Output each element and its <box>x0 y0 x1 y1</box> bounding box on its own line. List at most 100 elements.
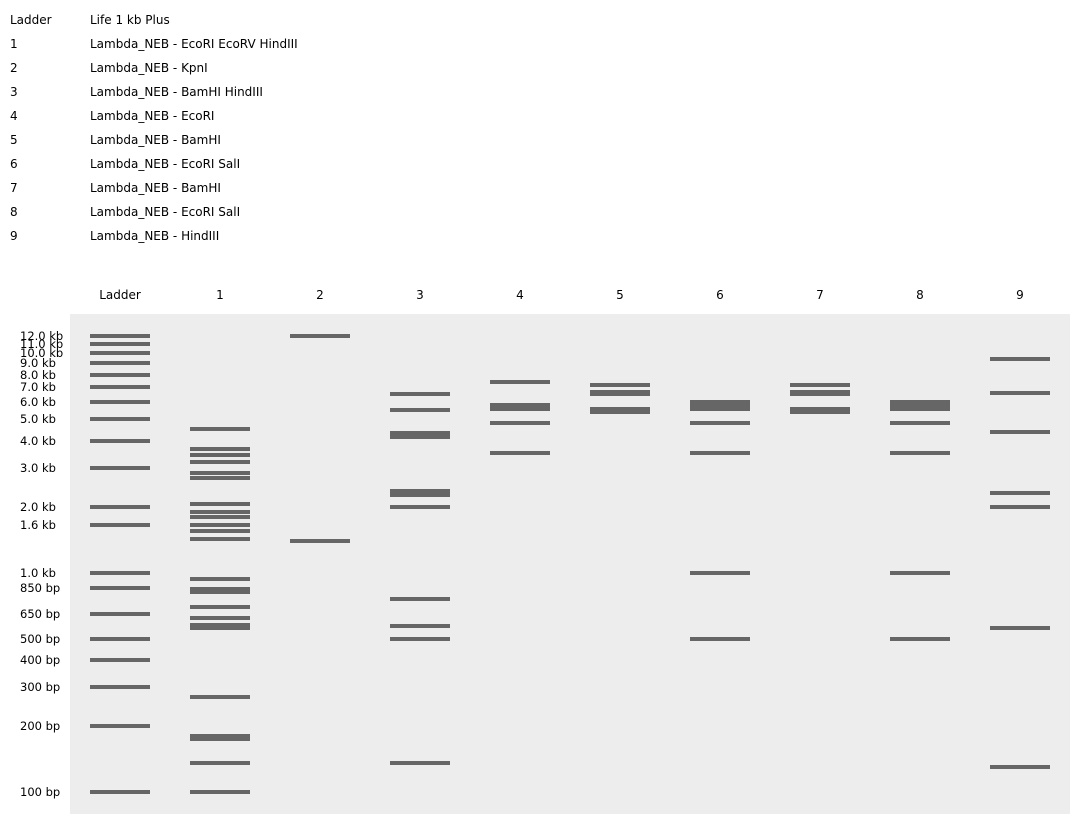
gel-band <box>390 504 450 509</box>
lane-header: 7 <box>816 288 824 302</box>
size-label: 8.0 kb <box>20 367 56 382</box>
lane-header: 8 <box>916 288 924 302</box>
gel-band <box>190 514 250 519</box>
gel-band <box>90 723 150 728</box>
legend-lane-key: 5 <box>10 133 18 147</box>
legend-lane-description: Lambda_NEB - BamHI <box>90 181 221 195</box>
legend-lane-description: Lambda_NEB - KpnI <box>90 61 208 75</box>
lane-header: 2 <box>316 288 324 302</box>
size-label: 500 bp <box>20 631 61 646</box>
lane-header: Ladder <box>99 288 141 302</box>
gel-band <box>190 537 250 542</box>
size-label: 12.0 kb <box>20 329 64 343</box>
gel-band <box>890 636 950 641</box>
gel-band <box>590 382 650 387</box>
legend-lane-description: Lambda_NEB - BamHI HindIII <box>90 85 263 99</box>
gel-band <box>390 408 450 413</box>
gel-band <box>690 421 750 426</box>
size-label: 7.0 kb <box>20 380 56 395</box>
gel-band <box>990 765 1050 769</box>
legend-lane-description: Life 1 kb Plus <box>90 13 170 27</box>
gel-band <box>190 502 250 507</box>
gel-band <box>990 390 1050 395</box>
gel-band <box>790 406 850 411</box>
gel-band <box>890 403 950 408</box>
gel-band <box>790 392 850 397</box>
gel-band <box>590 410 650 415</box>
gel-band <box>90 438 150 443</box>
gel-band <box>190 736 250 741</box>
gel-band <box>990 504 1050 509</box>
gel-band <box>190 616 250 621</box>
gel-band <box>90 342 150 347</box>
legend-lane-description: Lambda_NEB - EcoRI SalI <box>90 157 241 171</box>
legend-lane-key: 4 <box>10 109 18 123</box>
gel-band <box>90 570 150 575</box>
gel-band <box>190 622 250 627</box>
gel-band <box>190 452 250 457</box>
gel-band <box>390 493 450 498</box>
gel-band <box>990 491 1050 496</box>
legend-lane-description: Lambda_NEB - EcoRI EcoRV HindIII <box>90 37 298 51</box>
gel-band <box>190 459 250 464</box>
legend-lane-description: Lambda_NEB - BamHI <box>90 133 221 147</box>
legend-lane-key: 2 <box>10 61 18 75</box>
gel-band <box>190 604 250 609</box>
gel-band <box>390 489 450 494</box>
gel-band <box>190 528 250 533</box>
legend-lane-key: 7 <box>10 181 18 195</box>
gel-band <box>190 576 250 581</box>
gel-band <box>490 380 550 385</box>
gel-band <box>90 636 150 641</box>
gel-band <box>90 334 150 338</box>
gel-band <box>790 389 850 394</box>
legend-lane-key: 1 <box>10 37 18 51</box>
legend-lane-key: 3 <box>10 85 18 99</box>
size-label: 1.0 kb <box>20 565 56 580</box>
size-label: 1.6 kb <box>20 517 56 532</box>
gel-band <box>690 403 750 408</box>
gel-band <box>190 470 250 475</box>
gel-band <box>190 625 250 630</box>
gel-band <box>690 570 750 575</box>
size-label: 3.0 kb <box>20 461 56 476</box>
lane-header: 5 <box>616 288 624 302</box>
gel-band <box>190 427 250 432</box>
size-label: 11.0 kb <box>20 337 64 352</box>
size-label: 400 bp <box>20 652 61 667</box>
gel-band <box>890 421 950 426</box>
gel-band <box>890 451 950 456</box>
size-label: 4.0 kb <box>20 433 56 448</box>
legend-lane-key: 8 <box>10 205 18 219</box>
size-label: 650 bp <box>20 606 61 621</box>
gel-band <box>90 417 150 422</box>
gel-band <box>290 334 350 338</box>
legend-lane-description: Lambda_NEB - EcoRI SalI <box>90 205 241 219</box>
gel-band <box>90 657 150 662</box>
gel-band <box>390 435 450 440</box>
size-label: 6.0 kb <box>20 395 56 410</box>
size-label: 10.0 kb <box>20 346 64 361</box>
gel-band <box>490 451 550 456</box>
gel-band <box>90 586 150 591</box>
legend-lane-key: 6 <box>10 157 18 171</box>
size-label: 850 bp <box>20 581 61 596</box>
legend-lane-key: Ladder <box>10 13 52 27</box>
gel-band <box>490 421 550 426</box>
gel-band <box>290 538 350 543</box>
lane-header: 6 <box>716 288 724 302</box>
gel-band <box>890 570 950 575</box>
gel-band <box>690 406 750 411</box>
gel-band <box>390 430 450 435</box>
gel-band <box>90 790 150 794</box>
gel-band <box>690 451 750 456</box>
legend-lane-description: Lambda_NEB - HindIII <box>90 229 220 243</box>
lane-header: 1 <box>216 288 224 302</box>
legend-lane-key: 9 <box>10 229 18 243</box>
gel-band <box>590 406 650 411</box>
gel-band <box>390 636 450 641</box>
gel-band <box>490 406 550 411</box>
gel-band <box>190 761 250 766</box>
gel-band <box>890 406 950 411</box>
gel-band <box>90 351 150 356</box>
